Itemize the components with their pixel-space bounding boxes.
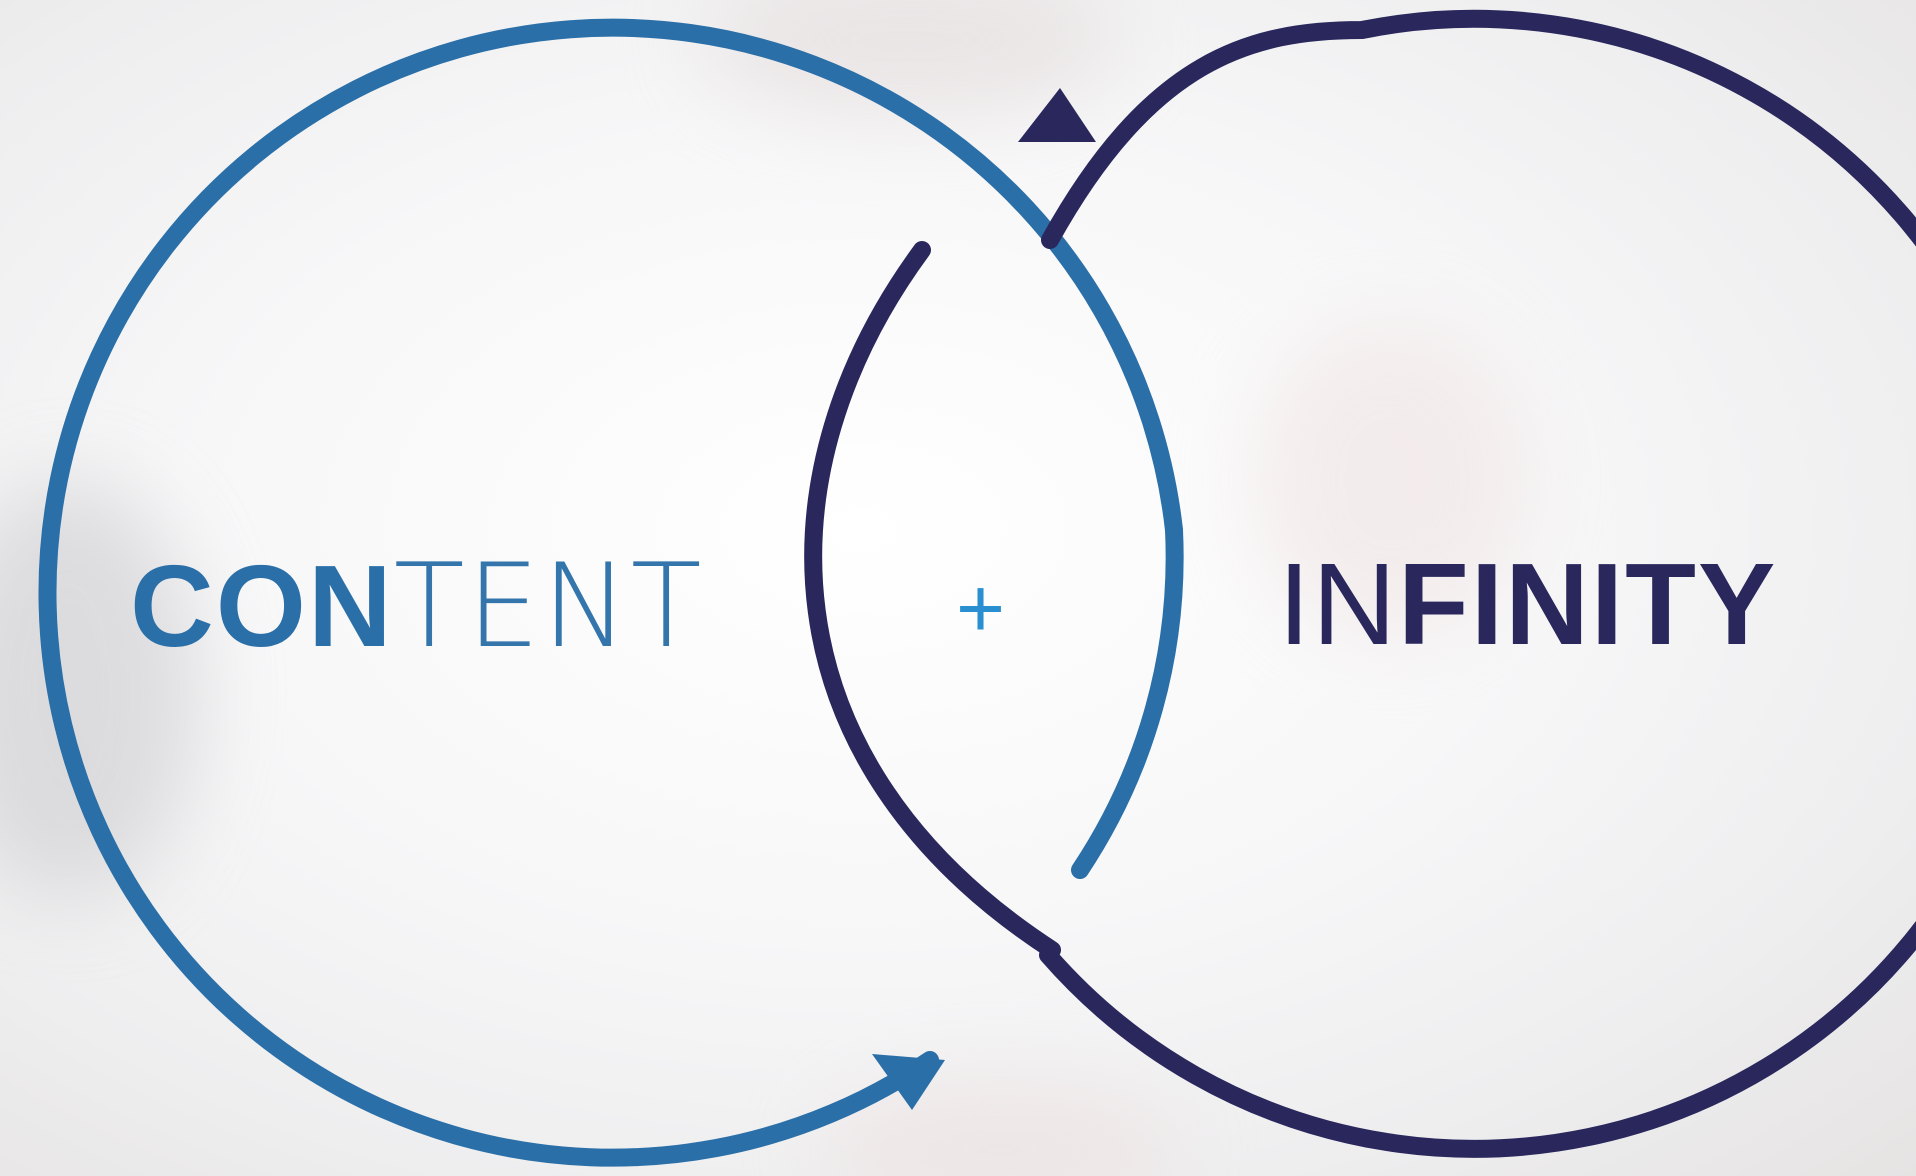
left-circle-arc-inner (1071, 521, 1184, 879)
infinity-word-bold: FINITY (1398, 539, 1778, 669)
plus-icon: + (956, 561, 1006, 655)
right-circle-inner-arc (804, 241, 1061, 959)
content-word: CONTENT (130, 548, 704, 665)
left-circle-arc (38, 18, 1183, 1167)
content-word-bold: CON (130, 541, 394, 671)
content-word-light: TENT (393, 539, 704, 674)
infinity-word-light: IN (1278, 539, 1398, 669)
infinity-word: INFINITY (1278, 546, 1777, 662)
navy-arrowhead-icon (1018, 88, 1096, 142)
background-blur (1250, 320, 1530, 640)
right-circle-arc (1039, 9, 1916, 1158)
blue-arrowhead-icon (872, 1054, 945, 1110)
